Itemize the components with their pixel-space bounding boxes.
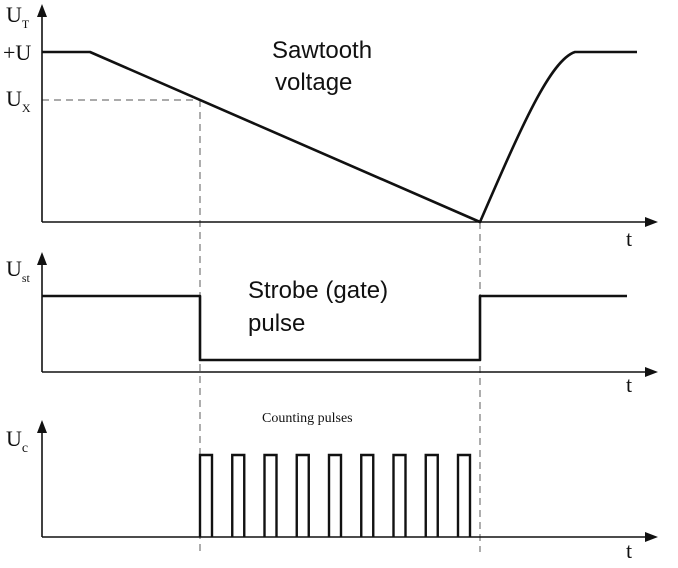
strobe-x-arrow xyxy=(645,367,658,377)
sawtooth-waveform xyxy=(42,50,637,224)
counting-pulse xyxy=(295,453,310,537)
sawtooth-caption-line1: Sawtooth xyxy=(272,37,372,64)
counting-pulse xyxy=(424,453,439,537)
counting-pulse xyxy=(327,453,343,537)
counting-x-arrow xyxy=(645,532,658,542)
strobe-caption-line2: pulse xyxy=(248,310,305,337)
strobe-caption-line1: Strobe (gate) xyxy=(248,277,388,304)
counting-pulse xyxy=(231,453,246,537)
strobe-panel: Ust t Strobe (gate) pulse xyxy=(6,252,658,397)
counting-time-label: t xyxy=(626,538,632,563)
sawtooth-x-arrow xyxy=(645,217,658,227)
strobe-axis-label: Ust xyxy=(6,256,31,285)
strobe-waveform xyxy=(42,294,627,362)
counting-pulse xyxy=(360,453,375,537)
counting-pulse xyxy=(392,453,407,537)
counting-caption: Counting pulses xyxy=(262,411,353,426)
sawtooth-panel: UT +U UX t Sawtooth voltage xyxy=(3,2,658,251)
counting-pulse-train xyxy=(198,453,472,537)
strobe-time-label: t xyxy=(626,372,632,397)
counting-panel: Uc t Counting pulses xyxy=(6,411,658,563)
counting-axis-label: Uc xyxy=(6,426,28,456)
counting-y-arrow xyxy=(37,420,47,433)
strobe-y-arrow xyxy=(37,252,47,265)
counting-pulse xyxy=(263,453,278,537)
sawtooth-y-arrow xyxy=(37,4,47,17)
sawtooth-caption-line2: voltage xyxy=(275,69,352,96)
level-ux-label: UX xyxy=(6,86,31,115)
sawtooth-time-label: t xyxy=(626,226,632,251)
sawtooth-axis-label: UT xyxy=(6,2,30,31)
counting-pulse xyxy=(456,453,472,537)
level-high-label: +U xyxy=(3,40,31,65)
counting-pulse xyxy=(198,453,214,537)
